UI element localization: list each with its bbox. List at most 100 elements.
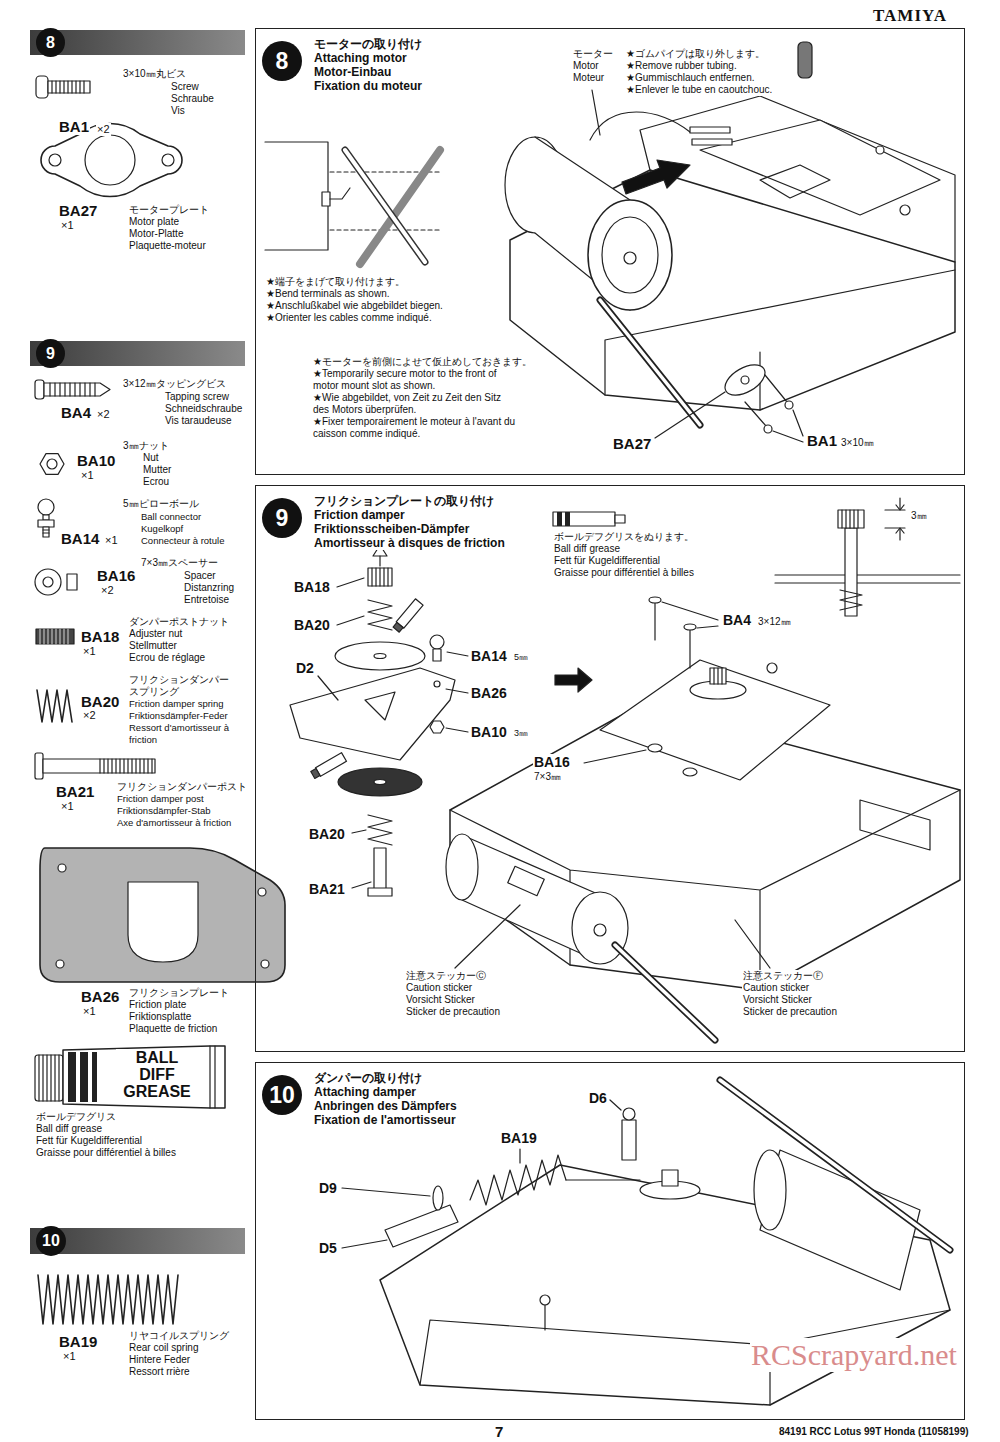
- step-title: ダンパーの取り付け: [314, 1071, 422, 1085]
- note-text: 5㎜: [513, 652, 529, 663]
- part-label: 84191 RCC Lotus 99T Honda (11058199): [778, 1426, 970, 1438]
- note-text: Vis taraudeuse: [164, 415, 233, 427]
- note-text: Mutter: [142, 464, 172, 476]
- note-text: Ressort d'amortisseur à: [128, 722, 230, 734]
- note-text: ★Enlever le tube en caoutchouc.: [625, 84, 773, 96]
- step-number: 9: [276, 507, 289, 530]
- note-text: Fett für Kugeldifferential: [35, 1135, 143, 1147]
- part-label: BA19: [58, 1333, 98, 1350]
- note-text: Friction plate: [128, 999, 187, 1011]
- step-title: Attaching motor: [314, 51, 407, 65]
- note-text: Vis: [170, 105, 186, 117]
- note-text: Ecrou: [142, 476, 170, 488]
- note-text: ×1: [82, 645, 97, 658]
- note-text: Tapping screw: [164, 391, 230, 403]
- note-text: ★Fixer temporairement le moteur à l'avan…: [312, 416, 516, 428]
- note-text: ★Bend terminals as shown.: [265, 288, 390, 300]
- note-text: ×1: [104, 534, 119, 547]
- friction-plate-icon: [40, 848, 285, 982]
- part-label: BA19: [500, 1130, 538, 1146]
- part-label: BA10: [470, 724, 508, 740]
- note-text: Entretoise: [183, 594, 230, 606]
- step-number-circle: 8: [36, 28, 65, 57]
- note-text: Schneidschraube: [164, 403, 243, 415]
- note-text: ×2: [82, 709, 97, 722]
- note-text: モーター: [572, 48, 614, 60]
- step-number: 8: [46, 35, 55, 51]
- note-text: 3×12㎜: [757, 616, 792, 628]
- part-label: BA14: [60, 530, 100, 547]
- note-text: Graisse pour différentiel à billes: [35, 1147, 177, 1159]
- note-text: ★Gummischlauch entfernen.: [625, 72, 755, 84]
- part-label: BA10: [76, 452, 116, 469]
- note-text: ★Anschlußkabel wie abgebildet biegen.: [265, 300, 444, 312]
- step-title: Attaching damper: [314, 1085, 416, 1099]
- step-title: モーターの取り付け: [314, 37, 422, 51]
- part-label: BA20: [308, 826, 346, 842]
- note-text: 3㎜ナット: [122, 440, 170, 452]
- note-text: Friktionsplatte: [128, 1011, 192, 1023]
- step-title: Friction damper: [314, 508, 405, 522]
- note-text: 3㎜: [910, 510, 928, 522]
- note-text: ★Wie abgebildet, von Zeit zu Zeit den Si…: [312, 392, 502, 404]
- step-title: Amortisseur à disques de friction: [314, 536, 505, 550]
- adjustment-detail: [775, 498, 960, 616]
- note-text: スプリング: [128, 686, 180, 698]
- note-text: ダンパーポストナット: [128, 616, 230, 628]
- note-text: ボールデフグリスをぬります。: [553, 531, 695, 543]
- note-text: ×2: [96, 408, 111, 421]
- note-text: caisson comme indiqué.: [312, 428, 421, 440]
- part-label: BA20: [293, 617, 331, 633]
- note-text: Schraube: [170, 93, 215, 105]
- note-text: 5㎜ピローボール: [122, 498, 200, 510]
- part-label: D5: [318, 1240, 338, 1256]
- note-text: Fett für Kugeldifferential: [553, 555, 661, 567]
- note-text: Adjuster nut: [128, 628, 183, 640]
- tube-label: BALL DIFF GREASE: [116, 1049, 198, 1100]
- note-text: Plaquette de friction: [128, 1023, 218, 1035]
- note-text: Moteur: [572, 72, 605, 84]
- note-text: 3×12㎜タッピングビス: [122, 378, 227, 390]
- note-text: friction: [128, 734, 158, 746]
- grease-tube-icon: [35, 1046, 225, 1108]
- rubber-tube-icon: [798, 42, 812, 78]
- note-text: Sticker de precaution: [742, 1006, 838, 1018]
- part-label: BA18: [80, 628, 120, 645]
- watermark: RCScrapyard.net: [750, 1338, 958, 1372]
- step-title: Motor-Einbau: [314, 65, 391, 79]
- note-text: ★モーターを前側によせて仮止めしておきます。: [312, 356, 533, 368]
- screw-icon: [36, 76, 90, 98]
- note-text: Distanzring: [183, 582, 235, 594]
- step-number: 10: [269, 1084, 295, 1107]
- step-number-circle: 9: [262, 498, 302, 538]
- part-label: BA1: [806, 432, 838, 449]
- note-text: motor mount slot as shown.: [312, 380, 436, 392]
- note-text: フリクションダンパーポスト: [116, 781, 248, 793]
- chassis-illustration: [446, 597, 960, 1040]
- note-text: ×1: [60, 219, 75, 232]
- note-text: Spacer: [183, 570, 217, 582]
- step-number-circle: 10: [36, 1226, 66, 1256]
- note-text: ★ゴムパイプは取り外します。: [625, 48, 766, 60]
- note-text: フリクションダンパー: [128, 674, 230, 686]
- terminal-inset: [265, 142, 440, 264]
- note-text: Screw: [170, 81, 200, 93]
- friction-damper-exploded: [290, 545, 468, 896]
- ball-connector-icon: [38, 499, 54, 537]
- note-text: Rear coil spring: [128, 1342, 199, 1354]
- note-text: Connecteur à rotule: [140, 535, 225, 547]
- part-label: BA21: [308, 881, 346, 897]
- step-number: 8: [276, 50, 289, 73]
- part-label: BA18: [293, 579, 331, 595]
- note-text: Hintere Feder: [128, 1354, 191, 1366]
- note-text: 7×3㎜: [533, 771, 562, 783]
- note-text: 3×10㎜丸ビス: [122, 68, 187, 80]
- note-text: ★Temporarily secure motor to the front o…: [312, 368, 497, 380]
- part-label: D6: [588, 1090, 608, 1106]
- part-label: BA21: [55, 783, 95, 800]
- step-title: Fixation de l'amortisseur: [314, 1113, 456, 1127]
- part-label: D9: [318, 1180, 338, 1196]
- part-label: BA4: [60, 404, 92, 421]
- note-text: ×1: [82, 1005, 97, 1018]
